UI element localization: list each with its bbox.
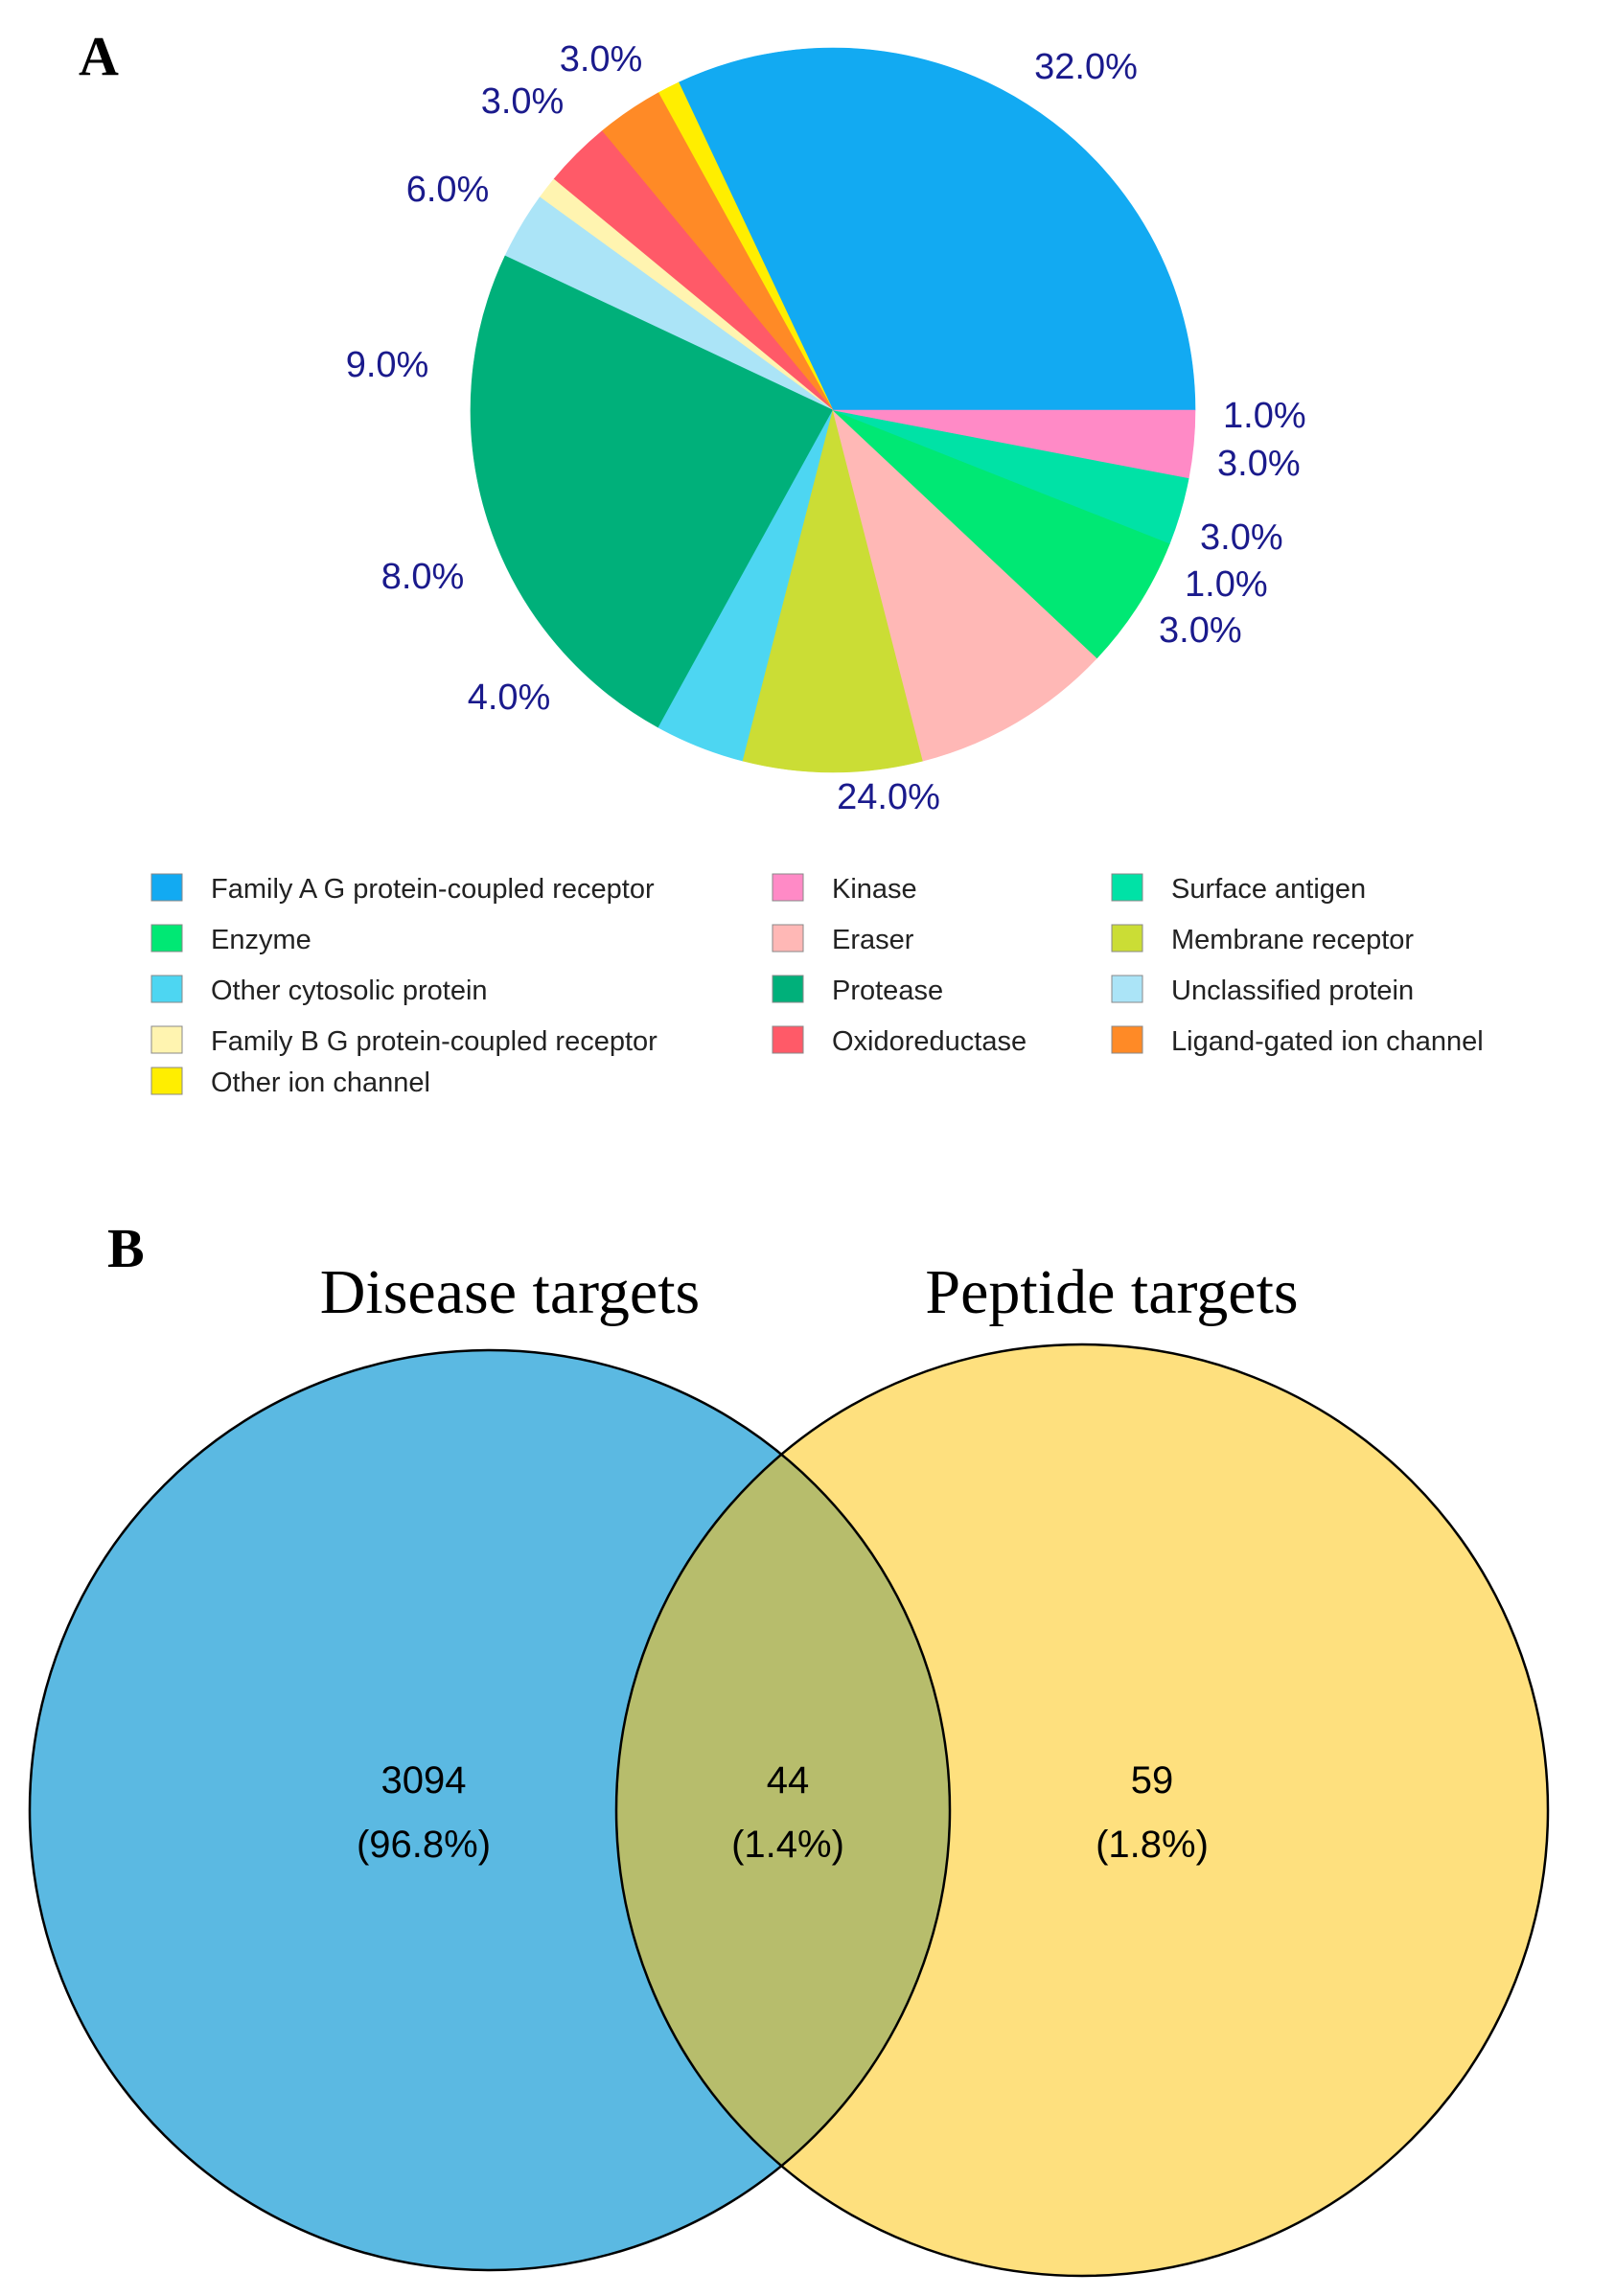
venn-count-both: 44	[767, 1759, 810, 1802]
pie-slice-enzyme	[832, 409, 1170, 659]
legend-swatch	[1111, 873, 1143, 902]
legend-item-ligand-gated-ion-channel: Ligand-gated ion channel	[1111, 1025, 1484, 1057]
pie-slice-membrane-receptor	[742, 409, 924, 773]
pie-label-family-b-g-protein-coupled-receptor: 1.0%	[1185, 564, 1268, 605]
legend-item-surface-antigen: Surface antigen	[1111, 873, 1366, 905]
legend-swatch	[150, 1025, 183, 1054]
venn-title-disease-targets: Disease targets	[320, 1257, 700, 1327]
pie-label-other-cytosolic-protein: 4.0%	[468, 677, 551, 718]
legend-item-kinase: Kinase	[772, 873, 917, 905]
legend-swatch	[772, 1025, 804, 1054]
pie-label-protease: 24.0%	[837, 777, 940, 817]
legend-label: Membrane receptor	[1171, 925, 1414, 955]
pie-slice-family-a-g-protein-coupled-receptor	[678, 47, 1196, 411]
panel-a-label: A	[79, 25, 119, 87]
venn-outline-disease	[28, 1348, 952, 2272]
venn-count-disease-targets-only: 3094	[381, 1759, 467, 1802]
pie-percent-labels: 32.0%1.0%3.0%3.0%1.0%3.0%24.0%4.0%8.0%9.…	[346, 39, 1306, 817]
pie-legend: Family A G protein-coupled receptor Kinas…	[150, 873, 1484, 1098]
pie-label-enzyme: 6.0%	[406, 170, 490, 210]
legend-label: Unclassified protein	[1171, 976, 1414, 1006]
legend-item-membrane-receptor: Membrane receptor	[1111, 924, 1414, 955]
venn-overlap	[616, 1350, 950, 2270]
legend-swatch	[772, 924, 804, 953]
legend-swatch	[1111, 924, 1143, 953]
venn-percent-peptide-targets-only: (1.8%)	[1096, 1824, 1209, 1866]
legend-label: Other ion channel	[211, 1068, 430, 1098]
pie-label-kinase: 3.0%	[560, 39, 643, 80]
legend-swatch	[772, 873, 804, 902]
legend-label: Oxidoreductase	[832, 1026, 1027, 1057]
legend-swatch	[150, 975, 183, 1003]
venn-outline-peptide	[614, 1343, 1550, 2278]
legend-item-other-ion-channel: Other ion channel	[150, 1067, 430, 1098]
legend-label: Surface antigen	[1171, 874, 1366, 905]
venn-percent-disease-targets-only: (96.8%)	[357, 1824, 491, 1866]
pie-slice-eraser	[832, 409, 1097, 762]
pie-label-eraser: 9.0%	[346, 345, 429, 385]
pie-label-family-a-g-protein-coupled-receptor: 32.0%	[1034, 47, 1138, 87]
venn-count-peptide-targets-only: 59	[1131, 1759, 1174, 1802]
legend-item-family-b-g-protein-coupled-receptor: Family B G protein-coupled receptor	[150, 1025, 658, 1057]
pie-slice-kinase	[832, 409, 1196, 479]
panel-b-label: B	[107, 1217, 145, 1279]
pie-label-surface-antigen: 3.0%	[481, 81, 565, 122]
legend-swatch	[150, 924, 183, 953]
venn-diagram: Disease targets Peptide targets 3094 (96.8%…	[28, 1257, 1550, 2278]
legend-label: Eraser	[832, 925, 914, 955]
legend-label: Family A G protein-coupled receptor	[211, 874, 655, 905]
legend-swatch	[1111, 1025, 1143, 1054]
legend-label: Other cytosolic protein	[211, 976, 488, 1006]
pie-label-ligand-gated-ion-channel: 3.0%	[1217, 444, 1301, 484]
pie-chart	[470, 47, 1196, 773]
legend-item-eraser: Eraser	[772, 924, 914, 955]
legend-item-enzyme: Enzyme	[150, 924, 311, 955]
legend-label: Kinase	[832, 874, 917, 905]
pie-slice-protease	[470, 255, 834, 728]
legend-item-oxidoreductase: Oxidoreductase	[772, 1025, 1027, 1057]
legend-label: Family B G protein-coupled receptor	[211, 1026, 658, 1057]
legend-swatch	[150, 1067, 183, 1095]
legend-item-other-cytosolic-protein: Other cytosolic protein	[150, 975, 488, 1006]
legend-label: Ligand-gated ion channel	[1171, 1026, 1484, 1057]
legend-item-unclassified-protein: Unclassified protein	[1111, 975, 1414, 1006]
pie-label-membrane-receptor: 8.0%	[381, 557, 465, 597]
pie-label-oxidoreductase: 3.0%	[1200, 517, 1283, 558]
pie-label-unclassified-protein: 3.0%	[1159, 610, 1242, 651]
legend-label: Enzyme	[211, 925, 311, 955]
legend-swatch	[1111, 975, 1143, 1003]
legend-label: Protease	[832, 976, 943, 1006]
pie-label-other-ion-channel: 1.0%	[1223, 396, 1306, 436]
legend-swatch	[150, 873, 183, 902]
venn-percent-both: (1.4%)	[731, 1824, 844, 1866]
legend-item-protease: Protease	[772, 975, 943, 1006]
venn-title-peptide-targets: Peptide targets	[925, 1257, 1298, 1327]
legend-item-family-a-g-protein-coupled-receptor: Family A G protein-coupled receptor	[150, 873, 655, 905]
legend-swatch	[772, 975, 804, 1003]
